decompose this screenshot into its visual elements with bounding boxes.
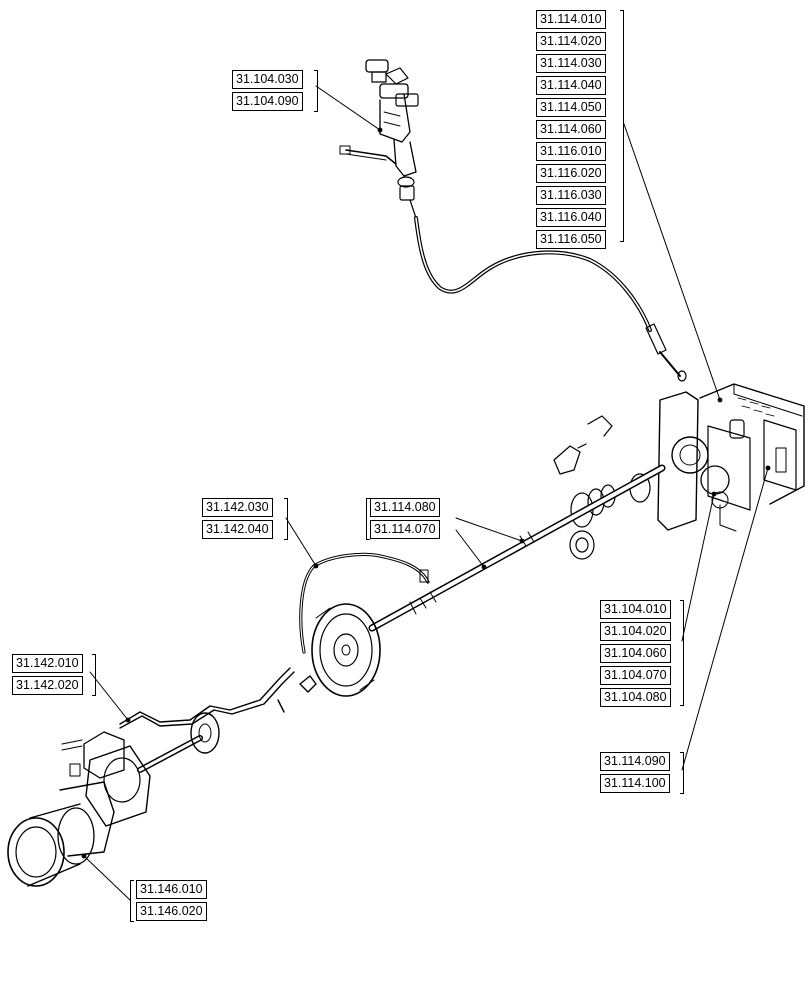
callout-group-shift-lever: 31.104.030 31.104.090	[232, 70, 303, 111]
bracket	[620, 10, 624, 242]
part-reference-label[interactable]: 31.114.090	[600, 752, 670, 771]
bracket	[92, 654, 96, 696]
shift-fork-bracket	[553, 443, 587, 475]
main-drive-shaft	[368, 464, 666, 632]
part-reference-label[interactable]: 31.116.030	[536, 186, 606, 205]
callout-group-hydraulic-pipe: 31.142.030 31.142.040	[202, 498, 273, 539]
part-reference-label[interactable]: 31.114.070	[370, 520, 440, 539]
part-reference-label[interactable]: 31.142.040	[202, 520, 273, 539]
bracket	[130, 880, 134, 922]
part-reference-label[interactable]: 31.116.050	[536, 230, 606, 249]
callout-group-gear-cluster: 31.104.010 31.104.020 31.104.060 31.104.070…	[600, 600, 671, 707]
part-reference-label[interactable]: 31.114.060	[536, 120, 606, 139]
part-reference-label[interactable]: 31.114.020	[536, 32, 606, 51]
part-reference-label[interactable]: 31.146.010	[136, 880, 207, 899]
bracket	[366, 498, 370, 540]
part-reference-label[interactable]: 31.104.060	[600, 644, 671, 663]
part-reference-label[interactable]: 31.104.020	[600, 622, 671, 641]
part-reference-label[interactable]: 31.104.030	[232, 70, 303, 89]
part-reference-label[interactable]: 31.104.070	[600, 666, 671, 685]
part-reference-label[interactable]: 31.116.010	[536, 142, 606, 161]
part-reference-label[interactable]: 31.142.030	[202, 498, 273, 517]
control-cable	[414, 216, 687, 382]
transmission-housing	[657, 383, 805, 532]
part-reference-label[interactable]: 31.104.080	[600, 688, 671, 707]
part-reference-label[interactable]: 31.116.040	[536, 208, 606, 227]
bracket	[680, 752, 684, 794]
cable-clip	[587, 415, 613, 437]
bracket	[284, 498, 288, 540]
callout-group-main-shaft: 31.114.080 31.114.070	[370, 498, 440, 539]
part-reference-label[interactable]: 31.114.010	[536, 10, 606, 29]
bracket	[314, 70, 318, 112]
callout-group-final-drive: 31.146.010 31.146.020	[136, 880, 207, 921]
part-reference-label[interactable]: 31.114.030	[536, 54, 606, 73]
callout-group-transmission-housing: 31.114.010 31.114.020 31.114.030 31.114.040…	[536, 10, 606, 249]
leader-dots	[81, 127, 771, 859]
part-reference-label[interactable]: 31.146.020	[136, 902, 207, 921]
part-reference-label[interactable]: 31.104.010	[600, 600, 671, 619]
part-reference-label[interactable]: 31.116.020	[536, 164, 606, 183]
clutch-disc	[311, 603, 381, 697]
final-drive-assembly	[7, 712, 220, 887]
gear-cluster	[569, 473, 651, 560]
brake-lines	[119, 667, 317, 729]
callout-group-brake-lines: 31.142.010 31.142.020	[12, 654, 83, 695]
part-reference-label[interactable]: 31.142.020	[12, 676, 83, 695]
part-reference-label[interactable]: 31.114.100	[600, 774, 670, 793]
part-reference-label[interactable]: 31.114.050	[536, 98, 606, 117]
leader-lines	[83, 85, 769, 901]
part-reference-label[interactable]: 31.104.090	[232, 92, 303, 111]
shift-lever-assembly	[339, 59, 419, 219]
callout-group-housing-cover: 31.114.090 31.114.100	[600, 752, 670, 793]
hydraulic-pipe	[299, 552, 430, 654]
part-reference-label[interactable]: 31.114.040	[536, 76, 606, 95]
part-reference-label[interactable]: 31.142.010	[12, 654, 83, 673]
bracket	[680, 600, 684, 706]
part-reference-label[interactable]: 31.114.080	[370, 498, 440, 517]
